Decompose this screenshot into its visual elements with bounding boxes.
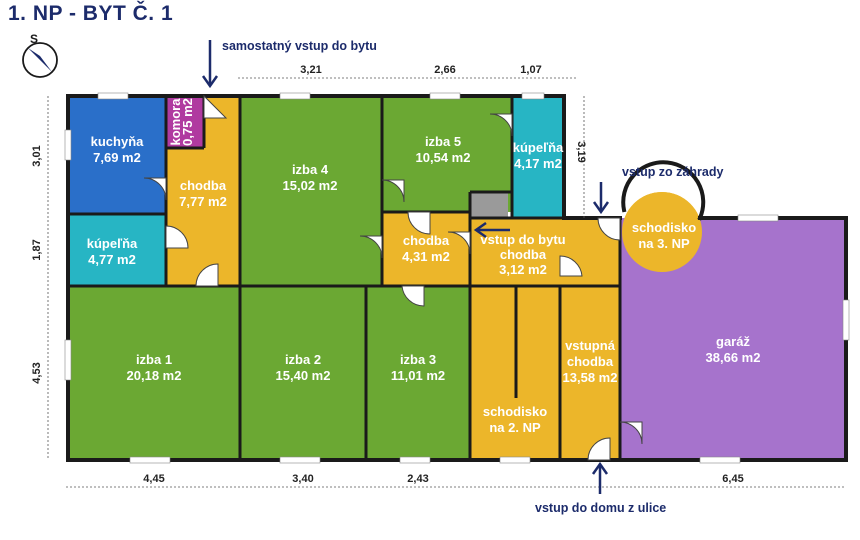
label-stairs3-floor: na 3. NP (638, 236, 690, 251)
area-hall1: 7,77 m2 (179, 194, 227, 209)
annotation-garden-entrance: vstup zo záhrady (622, 165, 723, 179)
area-pantry: 0,75 m2 (180, 98, 195, 146)
dim-top-3: 1,07 (520, 64, 541, 76)
label-bath1: kúpeľňa (87, 236, 138, 251)
label-hall1: chodba (180, 178, 227, 193)
compass-letter: S (30, 32, 38, 46)
room-izba4 (240, 96, 382, 286)
label-hall3: chodba (500, 247, 547, 262)
label-izba3: izba 3 (400, 352, 436, 367)
room-bath1 (68, 214, 166, 286)
area-bath2: 4,17 m2 (514, 156, 562, 171)
label-bath2: kúpeľňa (513, 140, 564, 155)
area-garage: 38,66 m2 (706, 350, 761, 365)
room-izba1 (68, 286, 240, 460)
label-izba4: izba 4 (292, 162, 329, 177)
shaft (470, 192, 508, 218)
annotation-separate-entrance: samostatný vstup do bytu (222, 39, 377, 53)
area-entryhall: 13,58 m2 (563, 370, 618, 385)
arrow-up-icon (591, 461, 609, 494)
dim-bottom-1: 4,45 (143, 473, 164, 485)
area-kitchen: 7,69 m2 (93, 150, 141, 165)
area-izba1: 20,18 m2 (127, 368, 182, 383)
label-hall3-entry: vstup do bytu (480, 232, 565, 247)
room-izba3 (366, 286, 470, 460)
label-pantry: komora (168, 98, 183, 146)
label-kitchen: kuchyňa (91, 134, 145, 149)
dim-bottom-2: 3,40 (292, 473, 313, 485)
area-izba2: 15,40 m2 (276, 368, 331, 383)
arrow-left-icon (473, 221, 510, 239)
label-izba1: izba 1 (136, 352, 172, 367)
windows (64, 92, 850, 464)
room-kitchen (68, 96, 166, 214)
area-izba3: 11,01 m2 (391, 368, 445, 383)
dim-bottom-3: 2,43 (407, 473, 428, 485)
annotation-street-entrance: vstup do domu z ulice (535, 501, 666, 515)
label-garage: garáž (716, 334, 750, 349)
dim-left-2: 1,87 (31, 239, 43, 260)
area-bath1: 4,77 m2 (88, 252, 136, 267)
label-stairs2-floor: na 2. NP (489, 420, 541, 435)
arrow-down-icon (201, 40, 219, 89)
area-hall2: 4,31 m2 (402, 249, 450, 264)
walls (66, 94, 848, 462)
room-entryhall (560, 286, 620, 460)
area-hall3: 3,12 m2 (499, 262, 547, 277)
dim-top-1: 3,21 (300, 64, 321, 76)
doors (143, 94, 643, 461)
label-stairs2: schodisko (483, 404, 547, 419)
dim-top-2: 2,66 (434, 64, 455, 76)
dim-left-3: 4,53 (31, 362, 43, 383)
label-stairs3: schodisko (632, 220, 696, 235)
dim-right: 3,19 (575, 141, 587, 162)
label-entryhall: vstupná (565, 338, 616, 353)
label-hall2: chodba (403, 233, 450, 248)
arrow-down-icon (592, 182, 610, 215)
dimension-lines (47, 77, 846, 488)
dim-bottom-4: 6,45 (722, 473, 743, 485)
label-entryhall-2: chodba (567, 354, 614, 369)
area-izba5: 10,54 m2 (416, 150, 471, 165)
label-izba5: izba 5 (425, 134, 461, 149)
compass-icon: S (22, 32, 58, 78)
room-bath2 (512, 96, 564, 218)
area-izba4: 15,02 m2 (283, 178, 338, 193)
room-izba2 (240, 286, 366, 460)
page-title: 1. NP - BYT Č. 1 (8, 2, 174, 25)
dim-left-1: 3,01 (31, 145, 43, 166)
label-izba2: izba 2 (285, 352, 321, 367)
